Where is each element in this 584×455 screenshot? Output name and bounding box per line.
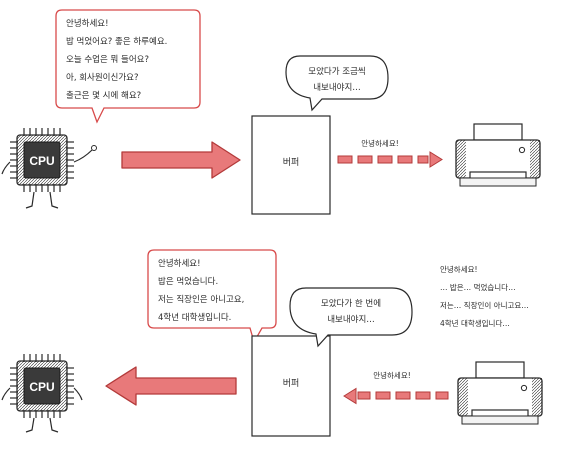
speech-line-2: 밥 먹었어요? 좋은 하루예요. — [66, 36, 167, 47]
arrow-cpu-to-buffer — [121, 141, 241, 179]
buffer-thought-bubble-top: 모았다가 조금씩 내보내야지… — [285, 55, 389, 112]
cpu-label: CPU — [29, 380, 54, 394]
cpu-speech-bubble-top: 안녕하세요! 밥 먹었어요? 좋은 하루예요. 오늘 수업은 뭐 들어요? 아,… — [55, 9, 201, 124]
stream-label-bottom: 안녕하세요! — [373, 370, 411, 380]
buffer-box-top: 버퍼 — [251, 115, 331, 215]
printer-icon — [457, 361, 543, 425]
stream-label-top: 안녕하세요! — [361, 138, 399, 148]
cpu-label: CPU — [29, 154, 54, 168]
output-line-2: … 밥은… 먹었습니다… — [440, 282, 516, 292]
arrow-buffer-to-cpu — [105, 366, 237, 406]
bubble-line-1: 모았다가 한 번에 — [321, 298, 381, 309]
dashed-arrow-buffer-to-printer — [337, 151, 443, 168]
speech-line-3: 오늘 수업은 뭐 들어요? — [66, 54, 149, 65]
buffer-label: 버퍼 — [283, 157, 300, 168]
speech-line-4: 아, 회사원이신가요? — [66, 72, 138, 83]
output-line-3: 저는… 직장인이 아니고요… — [440, 300, 529, 310]
bottom-scenario: 안녕하세요! 밥은 먹었습니다. 저는 직장인은 아니고요, 4학년 대학생입니… — [1, 249, 543, 437]
bubble-line-1: 모았다가 조금씩 — [308, 66, 365, 77]
cpu-chip-icon: CPU — [1, 128, 97, 209]
bubble-line-2: 내보내야지… — [327, 314, 375, 325]
output-line-4: 4학년 대학생입니다… — [440, 318, 510, 328]
cpu-speech-bubble-bottom: 안녕하세요! 밥은 먹었습니다. 저는 직장인은 아니고요, 4학년 대학생입니… — [147, 249, 277, 344]
cpu-chip-icon: CPU — [1, 354, 83, 433]
dashed-arrow-printer-to-buffer — [343, 387, 449, 405]
reply-line-1: 안녕하세요! — [158, 258, 201, 269]
buffer-thought-bubble-bottom: 모았다가 한 번에 내보내야지… — [289, 287, 413, 348]
reply-line-2: 밥은 먹었습니다. — [158, 276, 218, 287]
reply-line-3: 저는 직장인은 아니고요, — [158, 294, 244, 305]
bubble-line-2: 내보내야지… — [313, 82, 361, 93]
buffer-label: 버퍼 — [283, 378, 300, 389]
reply-line-4: 4학년 대학생입니다. — [158, 312, 231, 323]
speech-line-5: 출근은 몇 시에 해요? — [66, 90, 141, 101]
top-scenario: 안녕하세요! 밥 먹었어요? 좋은 하루예요. 오늘 수업은 뭐 들어요? 아,… — [1, 9, 541, 215]
speech-line-1: 안녕하세요! — [66, 18, 109, 29]
printer-icon — [455, 123, 541, 187]
printer-output-text: 안녕하세요! … 밥은… 먹었습니다… 저는… 직장인이 아니고요… 4학년 대… — [440, 264, 529, 328]
buffer-box-bottom: 버퍼 — [251, 335, 331, 437]
output-line-1: 안녕하세요! — [440, 264, 478, 274]
